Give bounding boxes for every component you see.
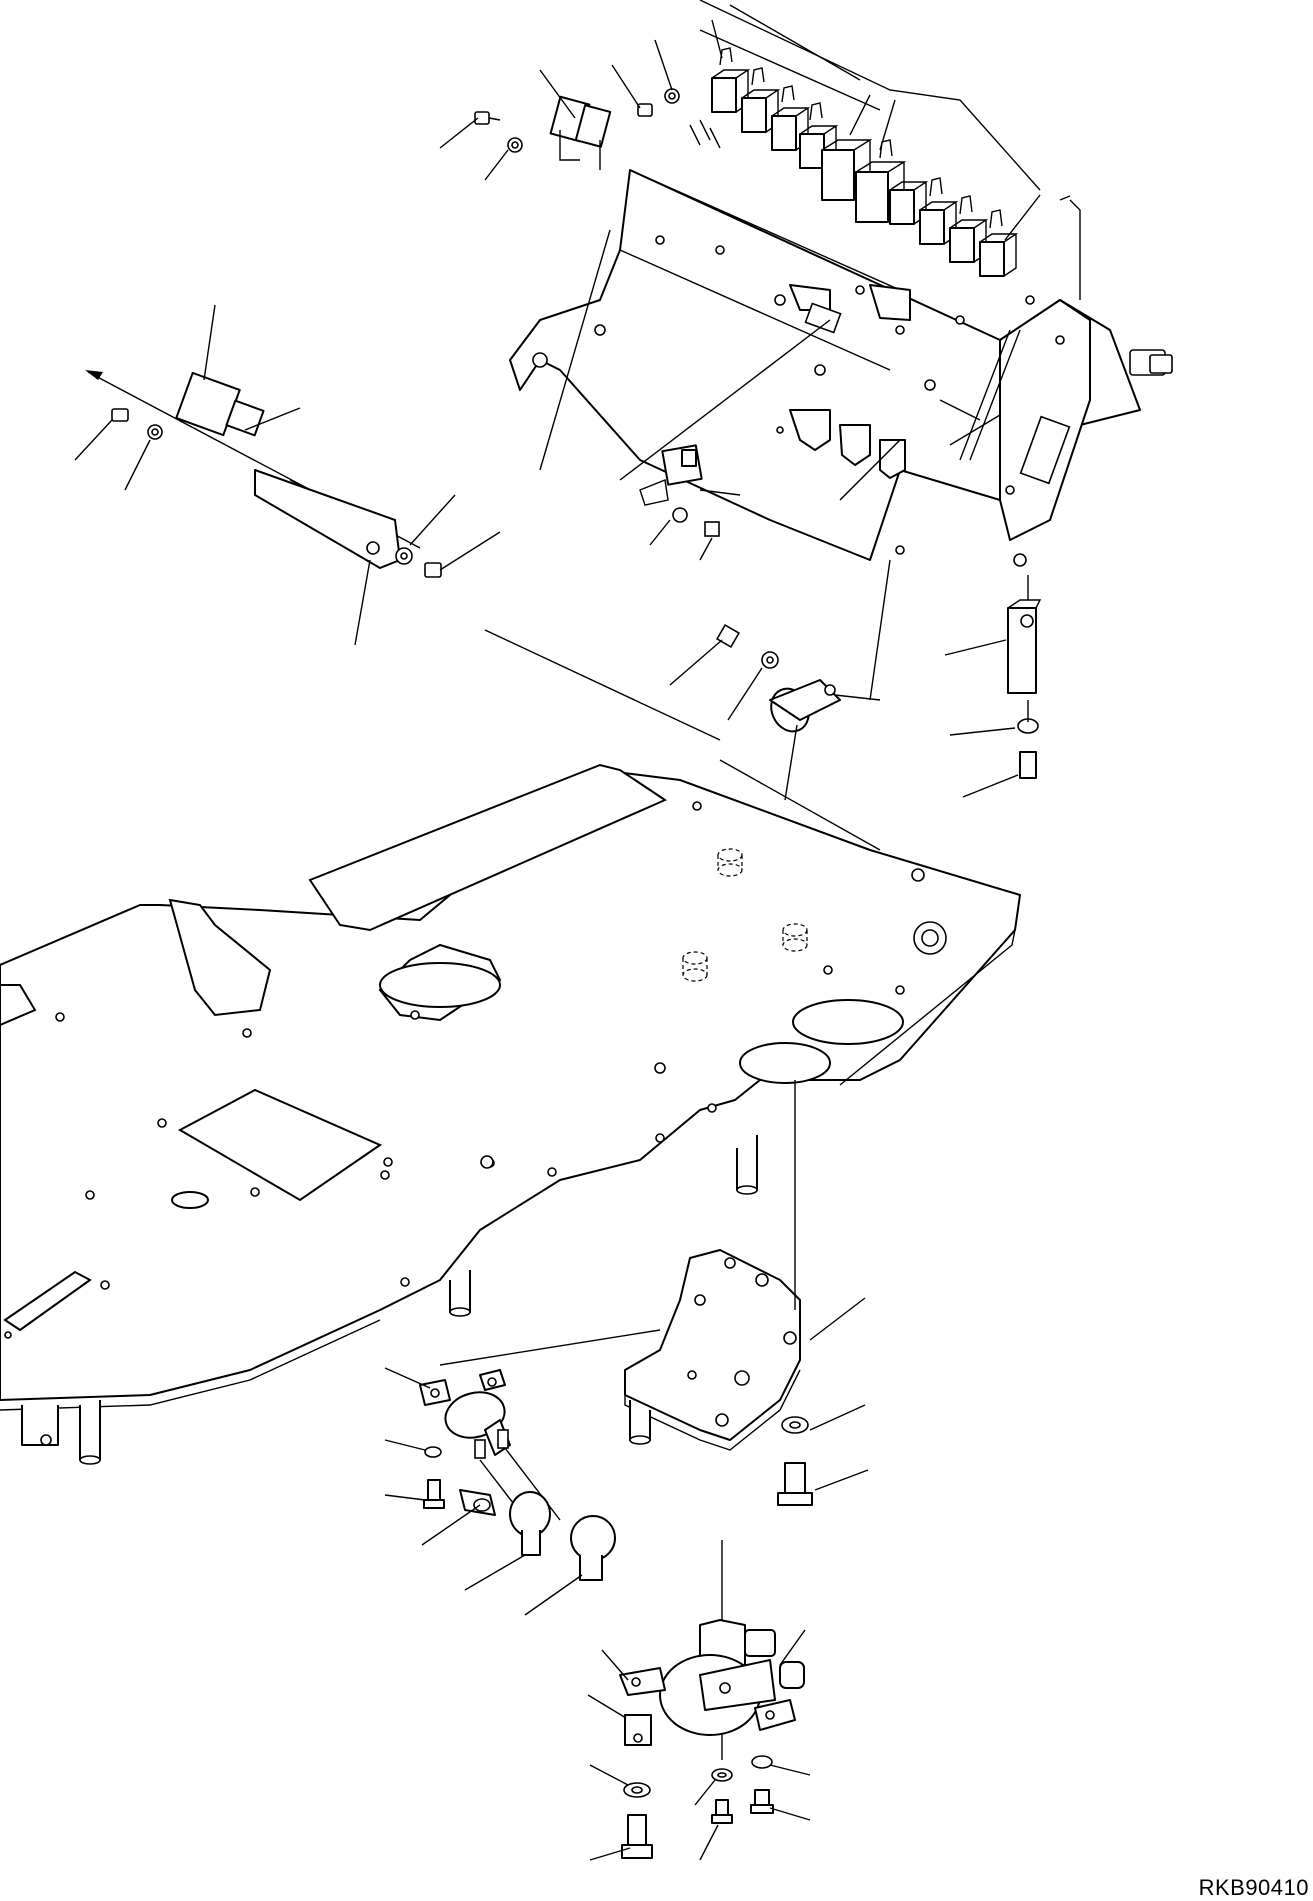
relay-large-1	[821, 139, 873, 201]
top-hardware	[474, 88, 842, 334]
mount-bracket	[624, 1080, 866, 1451]
cable-clamp	[669, 623, 881, 801]
drawing-code-label: RKB90410	[1198, 1875, 1309, 1900]
relay-assembly-left	[74, 304, 501, 646]
bottom-switch-assembly	[587, 1540, 811, 1861]
spacer-stack-right	[944, 575, 1042, 798]
relay-1	[711, 69, 751, 113]
bracket-hardware	[777, 1404, 869, 1506]
relay-2	[741, 89, 781, 133]
leader-lines-top	[439, 19, 1041, 501]
floor-plate	[0, 763, 1021, 1465]
relay-3	[771, 107, 811, 151]
relay-5	[889, 181, 929, 225]
connector-block-top	[549, 95, 721, 170]
solenoid-assembly	[384, 1329, 661, 1616]
relay-8	[979, 233, 1019, 277]
relay-mounting-bracket	[509, 169, 1173, 567]
relay-6	[919, 201, 959, 245]
relay-7	[949, 219, 989, 263]
relay-mid	[639, 444, 741, 561]
relay-row	[699, 0, 1041, 277]
assembly-lines	[484, 229, 891, 851]
